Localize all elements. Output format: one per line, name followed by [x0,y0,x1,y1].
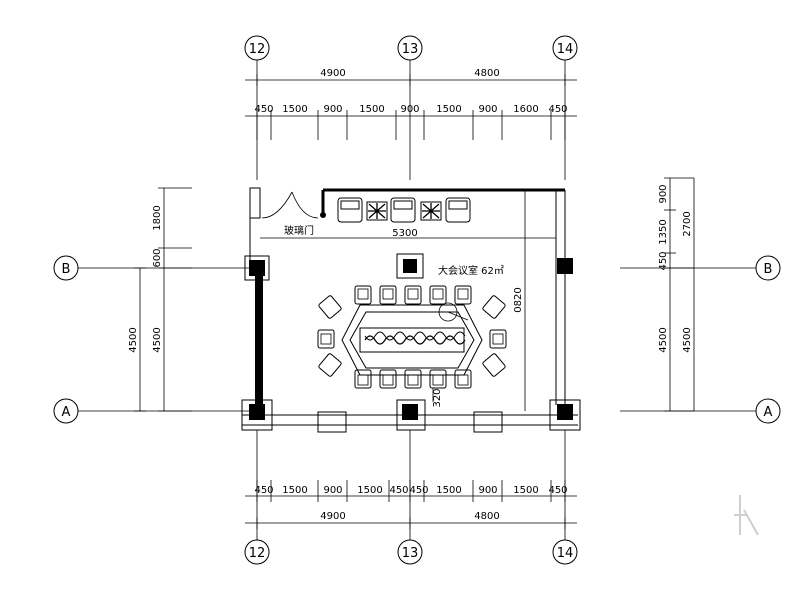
svg-text:1500: 1500 [357,485,382,496]
svg-text:A: A [62,405,71,420]
svg-text:1500: 1500 [436,485,461,496]
svg-text:900: 900 [323,485,342,496]
svg-text:13: 13 [402,42,419,57]
svg-text:13: 13 [402,546,419,561]
svg-text:1800: 1800 [152,205,163,230]
column-bubble-13-bottom: 13 [397,539,423,565]
lounge-sofas [337,197,471,223]
column-bubble-14-bottom: 14 [552,539,578,565]
svg-text:玻璃门: 玻璃门 [284,224,314,237]
top-dimension-detail: 450 1500 900 1500 900 1500 900 1600 450 [245,104,577,140]
row-bubble-a-right: A [755,398,781,424]
svg-text:900: 900 [323,104,342,115]
podium [396,253,424,279]
svg-text:4800: 4800 [474,68,499,79]
svg-text:4500: 4500 [658,327,669,352]
svg-text:4500: 4500 [128,327,139,352]
svg-text:4500: 4500 [682,327,693,352]
svg-text:12: 12 [249,42,266,57]
svg-text:450: 450 [254,104,273,115]
svg-text:4800: 4800 [474,511,499,522]
svg-text:A: A [764,405,773,420]
bottom-dimension-detail: 450 1500 900 1500 450 450 1500 900 1500 … [245,480,577,502]
svg-text:4900: 4900 [320,511,345,522]
left-dimension-outer: 1800 600 4500 [152,187,192,412]
svg-text:1500: 1500 [436,104,461,115]
room-label: 大会议室 62㎡ [438,264,504,277]
svg-text:12: 12 [249,546,266,561]
svg-text:4500: 4500 [152,327,163,352]
svg-text:2700: 2700 [682,211,693,236]
bottom-dimension-total: 4900 4800 [245,511,577,529]
row-bubble-b-right: B [755,255,781,281]
row-bubble-b-left: B [53,255,79,281]
svg-text:B: B [764,262,773,277]
inner-depth-label: 0820 [513,287,524,312]
svg-text:14: 14 [557,42,574,57]
svg-text:900: 900 [478,485,497,496]
svg-text:320: 320 [432,388,443,407]
svg-text:600: 600 [152,248,163,267]
svg-text:900: 900 [658,184,669,203]
svg-text:1500: 1500 [513,485,538,496]
svg-text:450: 450 [254,485,273,496]
grid-axis-lines [78,60,756,540]
svg-text:1500: 1500 [282,104,307,115]
svg-text:14: 14 [557,546,574,561]
svg-text:450: 450 [409,485,428,496]
room-walls [242,187,578,426]
svg-text:900: 900 [400,104,419,115]
column-bubble-12-bottom: 12 [244,539,270,565]
left-dimension-inner: 4500 [128,267,146,412]
glass-door: 玻璃门 [261,191,319,237]
right-dimension-inner: 900 1350 450 4500 [658,177,694,412]
row-bubble-a-left: A [53,398,79,424]
svg-text:1500: 1500 [359,104,384,115]
column-bubble-13-top: 13 [397,35,423,61]
inner-width-label: 5300 [392,228,417,239]
svg-text:4900: 4900 [320,68,345,79]
small-dimension: 320 [432,387,445,408]
svg-text:450: 450 [658,251,669,270]
column-bubble-14-top: 14 [552,35,578,61]
right-dimension-outer: 2700 4500 [682,178,695,411]
svg-text:450: 450 [548,104,567,115]
top-dimension-total: 4900 4800 [245,68,577,86]
svg-text:1600: 1600 [513,104,538,115]
conference-table [341,302,483,376]
svg-text:450: 450 [548,485,567,496]
svg-text:1350: 1350 [658,219,669,244]
svg-text:900: 900 [478,104,497,115]
watermark-mark [734,495,759,536]
svg-text:1500: 1500 [282,485,307,496]
structural-columns [241,255,581,433]
svg-text:B: B [62,262,71,277]
svg-text:450: 450 [389,485,408,496]
column-bubble-12-top: 12 [244,35,270,61]
